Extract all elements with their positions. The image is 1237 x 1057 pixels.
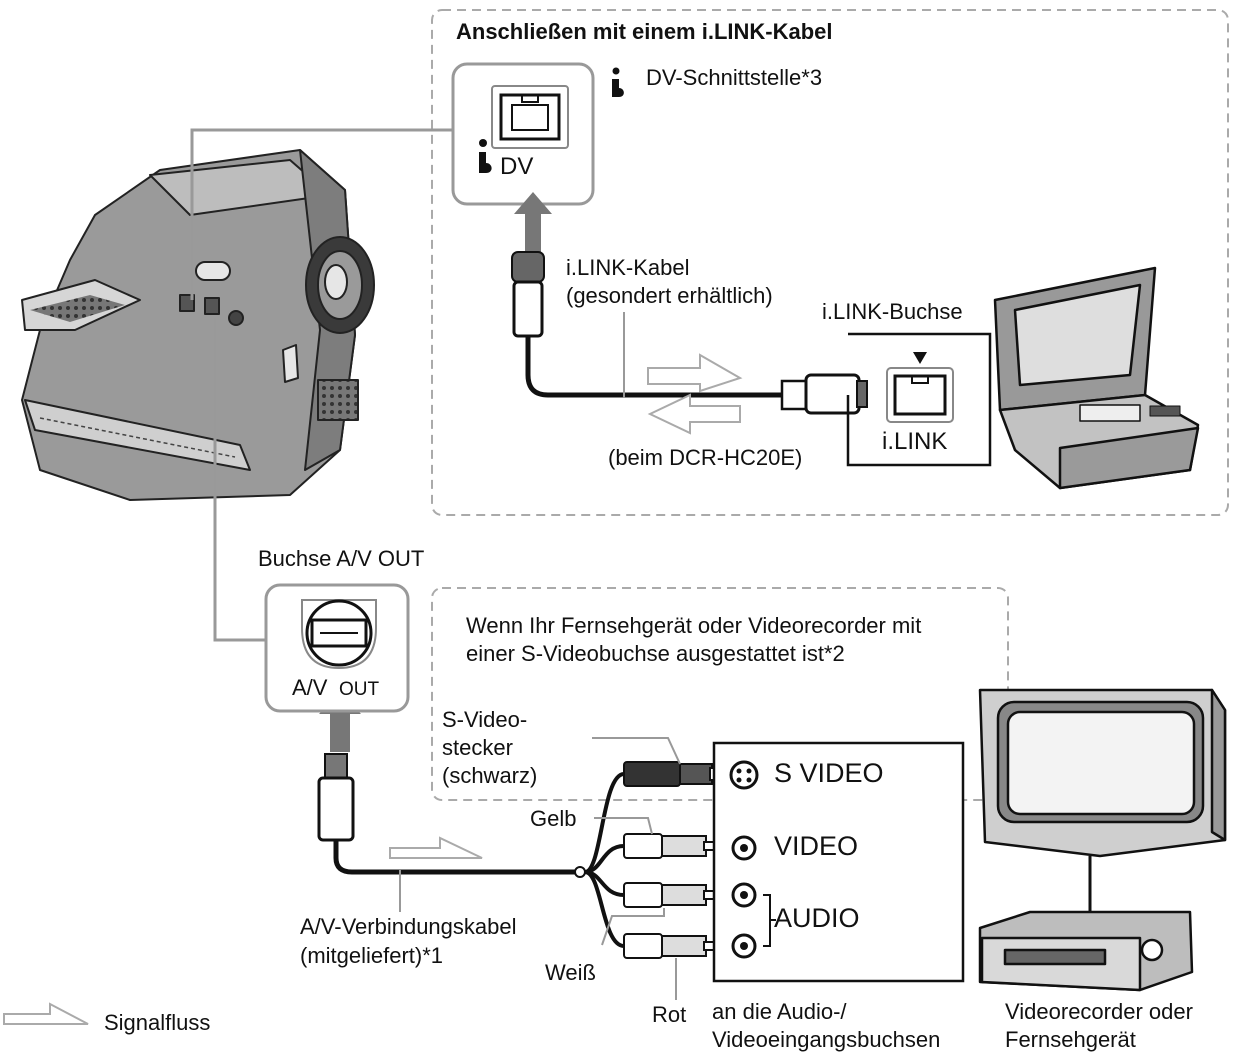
ilink-logo-icon: [479, 139, 492, 173]
signal-arrow-right-icon: [647, 353, 743, 393]
signal-flow-legend-icon: [3, 1002, 89, 1025]
leader-lines: [592, 737, 681, 1000]
ilink-section-box: [431, 9, 1229, 516]
dv-jack-label: DV: [500, 153, 534, 180]
inputs-label-line1: an die Audio-/: [712, 999, 847, 1024]
signal-flow-legend-label: Signalfluss: [104, 1010, 211, 1035]
svideo-plug-line2: stecker: [442, 735, 513, 760]
ilink-jack-label: i.LINK-Buchse: [822, 299, 963, 324]
device-label-line1: Videorecorder oder: [1005, 999, 1193, 1024]
ilink-port-panel: [846, 332, 992, 467]
signal-arrow-left-icon: [647, 393, 741, 435]
audio-port-label: AUDIO: [774, 903, 860, 933]
yellow-plug-label: Gelb: [530, 806, 577, 831]
av-cable-note: (mitgeliefert)*1: [300, 943, 444, 968]
av-cable-label: A/V-Verbindungskabel: [300, 914, 517, 939]
av-out-label-a: A/V: [292, 675, 328, 700]
svideo-port-label: S VIDEO: [774, 758, 884, 788]
av-signal-arrow-icon: [389, 836, 483, 859]
svideo-plug-line1: S-Video-: [442, 707, 528, 732]
model-note: (beim DCR-HC20E): [608, 445, 803, 470]
av-input-panel: [712, 741, 965, 983]
video-port-label: VIDEO: [774, 831, 859, 861]
ilink-port-label: i.LINK: [882, 428, 948, 455]
svideo-note-line2: einer S-Videobuchse ausgestattet ist*2: [466, 641, 845, 666]
dv-input-arrow-icon: [514, 192, 552, 252]
camcorder-illustration: [21, 149, 375, 501]
av-out-jack-box: [264, 583, 410, 713]
ilink-section-title: Anschließen mit einem i.LINK-Kabel: [456, 19, 833, 44]
inputs-label-line2: Videoeingangsbuchsen: [712, 1027, 941, 1052]
ilink-cable-label: i.LINK-Kabel: [566, 255, 690, 280]
callout-lines: [190, 128, 453, 642]
svideo-note-line1: Wenn Ihr Fernsehgerät oder Videorecorder…: [466, 613, 922, 638]
av-cable: [317, 753, 719, 959]
svideo-plug-line3: (schwarz): [442, 763, 538, 788]
dv-interface-label: DV-Schnittstelle*3: [646, 65, 823, 90]
white-plug-label: Weiß: [545, 960, 596, 985]
ilink-device-illustration: [993, 266, 1200, 490]
av-out-label-b: OUT: [339, 679, 380, 700]
device-label-line2: Fernsehgerät: [1005, 1027, 1136, 1052]
ilink-small-logo-icon: [612, 67, 624, 97]
vcr-illustration: [978, 910, 1194, 992]
ilink-cable-note: (gesondert erhältlich): [566, 283, 773, 308]
svideo-jack-icon: [729, 760, 759, 790]
av-out-jack-title: Buchse A/V OUT: [258, 546, 425, 571]
ilink-cable: [511, 251, 868, 415]
tv-illustration: [978, 688, 1227, 912]
red-plug-label: Rot: [652, 1002, 687, 1027]
dv-jack-box: [451, 62, 595, 206]
